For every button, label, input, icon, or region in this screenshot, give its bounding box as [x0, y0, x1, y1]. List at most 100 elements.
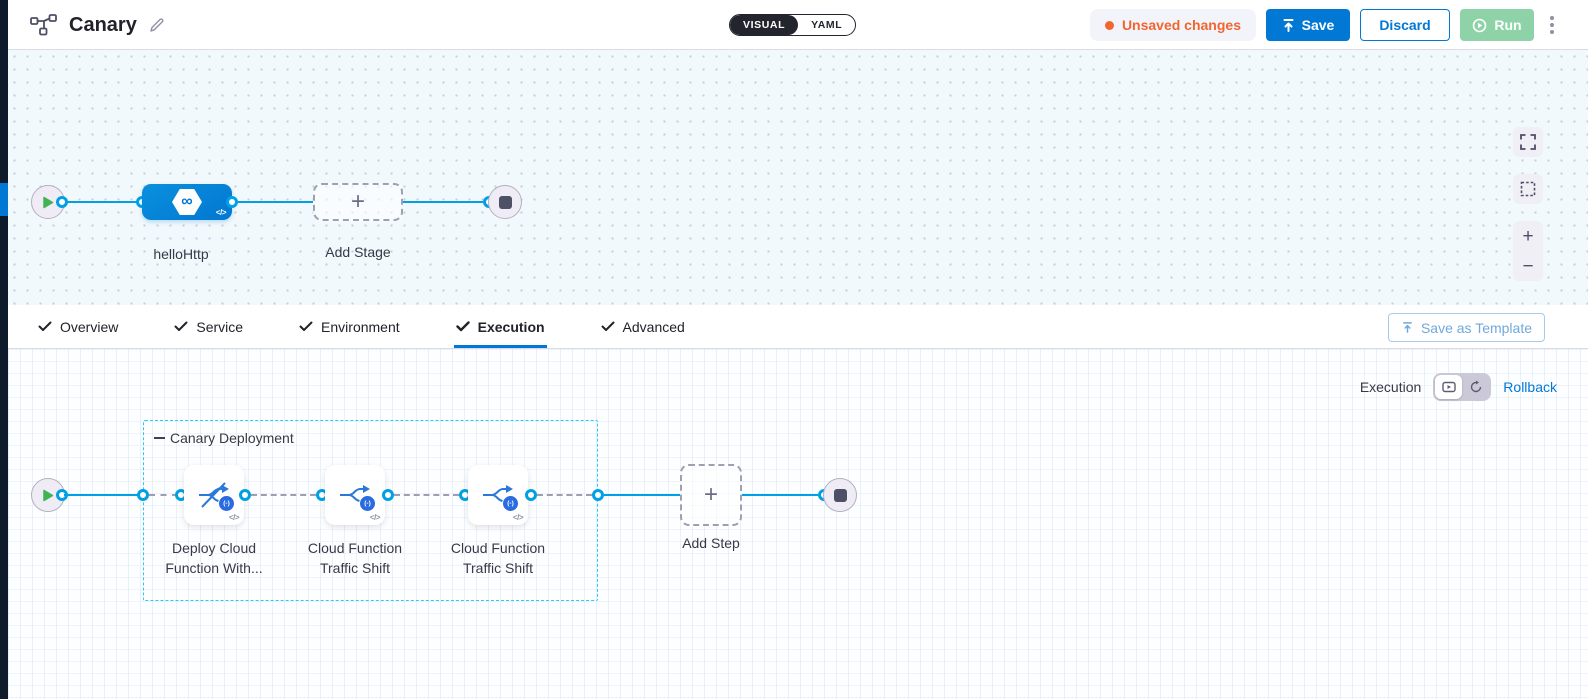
upload-icon [1403, 322, 1412, 333]
tab-overview[interactable]: Overview [38, 305, 118, 348]
fullscreen-icon [1520, 134, 1536, 150]
execution-end-node [823, 478, 857, 512]
step-traffic-shift-1[interactable]: (-) </> [325, 465, 385, 525]
play-box-icon [1442, 381, 1456, 393]
zoom-in-button[interactable]: + [1522, 225, 1534, 247]
connector [64, 494, 143, 496]
check-icon [299, 321, 313, 331]
step-deploy-cloud-function[interactable]: (-) </> [184, 465, 244, 525]
rollback-link[interactable]: Rollback [1503, 379, 1557, 395]
tab-label: Execution [477, 318, 545, 335]
code-view-icon: </> [369, 513, 381, 522]
stage-canvas[interactable]: ∞ </> helloHttp + Add Stage + [8, 50, 1588, 305]
execution-mode-label: Execution [1359, 379, 1422, 395]
code-view-icon: </> [228, 513, 240, 522]
unsaved-dot-icon [1104, 20, 1114, 30]
add-stage-label: Add Stage [325, 244, 391, 260]
rollback-mode-button[interactable] [1462, 375, 1489, 399]
execution-mode-bar: Execution Rollback [1360, 373, 1557, 401]
connector [403, 201, 483, 203]
tab-advanced[interactable]: Advanced [601, 305, 685, 348]
play-icon [43, 196, 54, 208]
check-icon [174, 321, 188, 331]
step-label: Cloud Function Traffic Shift [450, 540, 546, 576]
port [239, 489, 251, 501]
connector [64, 201, 142, 203]
port [226, 196, 238, 208]
visual-yaml-toggle: VISUAL YAML [729, 14, 857, 36]
toggle-yaml[interactable]: YAML [811, 19, 843, 31]
check-icon [38, 321, 52, 331]
execution-mode-button[interactable] [1435, 375, 1463, 399]
connector [604, 494, 680, 496]
add-step-button[interactable]: + [680, 464, 742, 526]
connector [742, 494, 818, 496]
check-icon [601, 321, 615, 331]
stage-node-hellohttp[interactable]: ∞ </> [142, 184, 232, 220]
save-as-template-label: Save as Template [1420, 319, 1532, 336]
check-icon [455, 321, 470, 332]
save-label: Save [1301, 17, 1335, 33]
discard-button[interactable]: Discard [1360, 9, 1450, 41]
collapse-group-icon[interactable] [154, 436, 165, 440]
tab-service[interactable]: Service [174, 305, 243, 348]
discard-label: Discard [1379, 17, 1431, 33]
port [56, 196, 68, 208]
page-title: Canary [69, 13, 137, 36]
execution-canvas[interactable]: Execution Rollback [8, 349, 1588, 699]
run-button[interactable]: Run [1460, 9, 1534, 41]
stop-icon [833, 488, 847, 502]
edit-pencil-icon[interactable] [149, 17, 165, 33]
play-circle-icon [1472, 18, 1487, 33]
gcf-badge-icon: (-) [502, 495, 519, 512]
step-label: Deploy Cloud Function With... [165, 540, 263, 576]
gcf-badge-icon: (-) [359, 495, 376, 512]
gcf-badge-icon: (-) [218, 495, 235, 512]
pipeline-icon [30, 14, 57, 36]
step-traffic-shift-2[interactable]: (-) </> [468, 465, 528, 525]
add-stage-button[interactable]: + [313, 183, 403, 221]
port [592, 489, 604, 501]
kebab-menu-icon[interactable] [1544, 12, 1560, 38]
plus-icon: + [703, 481, 718, 508]
run-label: Run [1494, 17, 1522, 33]
code-view-icon: </> [215, 208, 227, 217]
play-icon [43, 489, 54, 501]
group-label: Canary Deployment [170, 430, 294, 446]
execution-rollback-toggle [1433, 373, 1492, 401]
toggle-visual[interactable]: VISUAL [730, 15, 799, 35]
port [137, 489, 149, 501]
stop-icon [498, 195, 512, 209]
tab-label: Overview [60, 318, 119, 335]
zoom-controls: + − [1513, 221, 1543, 281]
fullscreen-button[interactable] [1513, 127, 1543, 157]
save-button[interactable]: Save [1266, 9, 1350, 41]
plus-icon: + [350, 188, 365, 215]
step-label: Cloud Function Traffic Shift [307, 540, 403, 576]
rollback-icon [1470, 380, 1481, 393]
connector-dashed [394, 494, 459, 496]
connector-dashed [251, 494, 316, 496]
tab-environment[interactable]: Environment [299, 305, 400, 348]
pipeline-end-node [488, 185, 522, 219]
zoom-out-button[interactable]: − [1522, 255, 1534, 277]
left-nav-accent [0, 183, 8, 216]
unsaved-changes-badge: Unsaved changes [1089, 9, 1256, 41]
step-group-canary-deployment[interactable]: Canary Deployment [143, 420, 598, 601]
save-as-template-button[interactable]: Save as Template [1387, 313, 1545, 342]
connector-dashed [149, 494, 178, 496]
header: Canary VISUAL YAML Unsaved changes [8, 0, 1588, 50]
multi-select-button[interactable] [1513, 174, 1543, 204]
tab-execution[interactable]: Execution [453, 305, 547, 348]
port [525, 489, 537, 501]
upload-icon [1282, 18, 1295, 32]
code-view-icon: </> [512, 513, 524, 522]
stage-tabs: Overview Service Environment Execution A… [8, 305, 1588, 349]
tab-label: Environment [321, 318, 400, 335]
tab-label: Advanced [622, 318, 685, 335]
left-nav-strip [0, 0, 8, 699]
stage-label: helloHttp [153, 246, 209, 262]
add-step-label: Add Step [682, 535, 740, 551]
unsaved-changes-label: Unsaved changes [1121, 17, 1241, 33]
